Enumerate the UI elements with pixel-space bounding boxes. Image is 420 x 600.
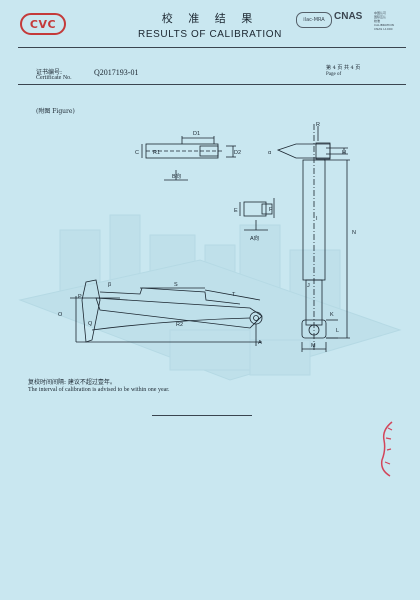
page-indicator-en: Page of [326,72,342,77]
title-english: RESULTS OF CALIBRATION [138,29,282,40]
tip-side-view [276,143,331,159]
label-t: T [232,292,236,298]
info-divider [18,84,406,85]
wrench-head [81,279,101,343]
label-d2: D2 [234,150,241,156]
label-b: B向 [172,172,181,180]
label-alpha: α [268,150,272,156]
ilac-logo-text: ilac-MRA [303,17,325,23]
cnas-sub-line: 中国认可 [374,11,387,15]
label-r1: R1 [153,150,160,156]
label-p: P [78,294,82,300]
header-divider [18,47,406,48]
label-r: R [316,122,320,128]
page-indicator-cn: 第 4 页 共 4 页 [326,65,361,71]
label-r2: R2 [176,322,183,328]
label-c: C [135,150,139,156]
label-m: M [311,343,316,349]
label-j: J [307,283,310,289]
ilac-mra-logo: ilac-MRA [296,12,332,28]
label-h: H [342,150,346,156]
label-l: L [336,328,339,334]
label-f: F [269,207,273,213]
cnas-sub-line: 校准 [374,19,381,23]
pivot-circle-right [308,324,320,336]
cnas-sub-line: 国际互认 [374,15,387,19]
label-a: A [258,340,262,346]
label-beta: β [108,282,111,288]
recalibration-note-en: The interval of calibration is advised t… [28,387,170,393]
detail-section [243,201,267,217]
label-s: S [174,282,178,288]
calibration-stamp [380,421,393,477]
label-o: O [58,312,63,318]
cvc-logo-text: CVC [29,17,57,31]
cnas-subtext: 中国认可 国际互认 校准 CALIBRATION CNAS L1000 [374,11,404,31]
cnas-sub-line: CALIBRATION [374,23,394,27]
label-e: E [234,208,238,214]
certificate-label-en: Certificate No. [36,75,72,81]
certificate-number: Q2017193-01 [94,68,139,77]
label-n: N [352,230,356,236]
label-i: I [316,216,318,222]
cnas-sub-line: CNAS L1000 [374,27,393,31]
cnas-logo: CNAS [334,11,363,22]
wrench-beam [95,297,263,329]
label-d1: D1 [193,131,200,137]
certificate-label-cn: 证书编号: [36,69,63,76]
signature-line [152,415,252,416]
recalibration-note-cn: 复校时间间隔: 建议不超过壹年。 [28,379,116,386]
label-a-direction: A向 [250,234,259,242]
figure-caption: (附图 Figure) [36,108,75,115]
cvc-logo: CVC [20,13,66,35]
label-q: Q [88,321,93,327]
title-chinese: 校 准 结 果 [161,12,259,25]
label-k: K [330,312,334,318]
